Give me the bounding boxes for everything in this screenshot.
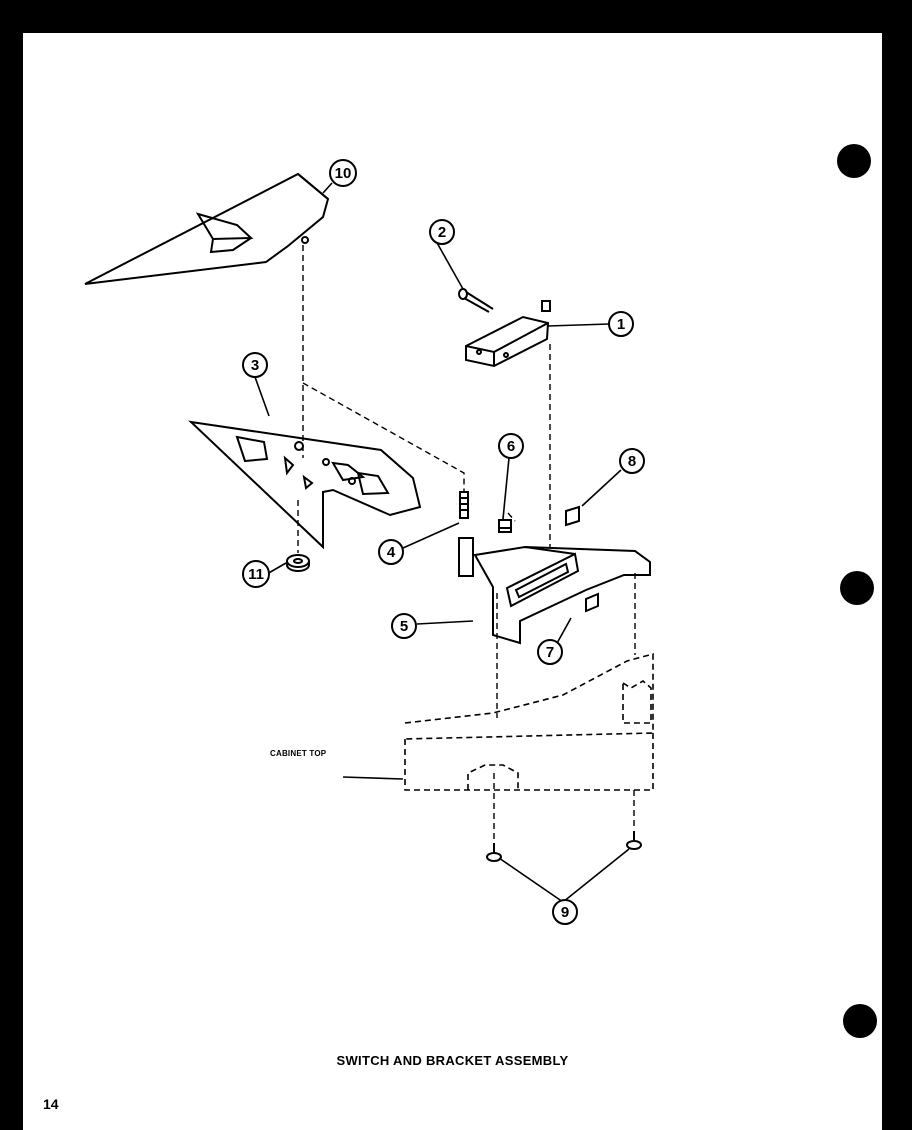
callout-8: 8 xyxy=(619,448,645,474)
binder-hole-middle xyxy=(840,571,874,605)
binder-hole-top xyxy=(837,144,871,178)
svg-text:4: 4 xyxy=(387,544,396,561)
svg-text:7: 7 xyxy=(546,644,554,661)
svg-text:2: 2 xyxy=(438,224,446,241)
part-2-screw xyxy=(458,288,494,313)
binder-holes xyxy=(837,144,877,1038)
callout-2: 2 xyxy=(429,219,455,245)
svg-text:10: 10 xyxy=(335,165,352,182)
part-4-pin xyxy=(459,491,469,519)
svg-text:1: 1 xyxy=(617,316,625,333)
callout-7: 7 xyxy=(537,639,563,665)
part-3-bracket-plate xyxy=(188,420,422,550)
callout-9: 9 xyxy=(552,899,578,925)
callout-11: 11 xyxy=(242,560,270,588)
callout-6: 6 xyxy=(498,433,524,459)
svg-text:9: 9 xyxy=(561,904,569,921)
leader-lines xyxy=(254,182,630,903)
part-10-lever xyxy=(84,172,330,285)
part-5-mounting-bracket xyxy=(458,537,651,645)
page-number: 14 xyxy=(43,1096,59,1112)
callout-5: 5 xyxy=(391,613,417,639)
diagram-page: 1 2 3 4 5 6 7 8 9 10 11 CABINET TOP SWIT… xyxy=(23,33,882,1130)
svg-text:3: 3 xyxy=(251,357,259,374)
svg-text:11: 11 xyxy=(248,566,264,583)
alignment-lines xyxy=(297,245,636,841)
callout-3: 3 xyxy=(242,352,268,378)
binder-hole-bottom xyxy=(843,1004,877,1038)
part-1-switch xyxy=(465,300,551,368)
part-9-screws xyxy=(486,831,642,862)
callout-4: 4 xyxy=(378,539,404,565)
callout-1: 1 xyxy=(608,311,634,337)
cabinet-top-label: CABINET TOP xyxy=(270,749,327,758)
cabinet-top xyxy=(404,652,654,791)
part-6-clip xyxy=(498,519,512,533)
svg-text:8: 8 xyxy=(628,453,636,470)
diagram-caption: SWITCH AND BRACKET ASSEMBLY xyxy=(336,1053,569,1068)
svg-text:6: 6 xyxy=(507,438,515,455)
part-8-clip xyxy=(565,505,580,527)
callout-10: 10 xyxy=(329,159,357,187)
exploded-view-drawing: 1 2 3 4 5 6 7 8 9 10 11 xyxy=(84,144,877,1038)
svg-text:5: 5 xyxy=(400,618,408,635)
part-11-washer xyxy=(286,554,310,572)
